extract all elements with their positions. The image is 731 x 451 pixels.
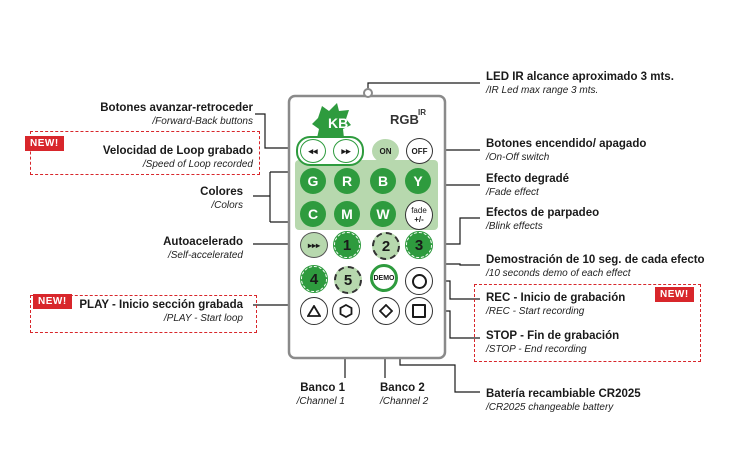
label-blink: Efectos de parpadeo/Blink effects [486,207,600,232]
label-colors: Colores/Colors [200,186,243,211]
rewind-button[interactable]: ◂◂ [300,139,326,163]
new-badge-loop: NEW! [25,136,64,151]
brand-text: RGB [390,112,419,127]
label-auto: Autoacelerado/Self-accelerated [163,236,243,261]
new-box-play [30,295,257,333]
square-icon [412,304,426,318]
rec-circle-icon [411,273,427,289]
color-button-y[interactable]: Y [405,168,431,194]
demo-button[interactable]: DEMO [370,264,398,292]
label-bank1: Banco 1/Channel 1 [296,382,345,407]
label-battery: Batería recambiable CR2025/CR2025 change… [486,388,641,413]
fade-button[interactable]: fade +/- [405,200,433,230]
label-on-off: Botones encendido/ apagado/On-Off switch [486,138,647,163]
color-button-g[interactable]: G [300,168,326,194]
new-box-rec-stop [474,284,701,362]
diamond-icon [379,304,393,318]
play-button[interactable] [300,297,328,325]
label-stop: STOP - Fin de grabación/STOP - End recor… [486,330,620,355]
color-panel [295,160,438,230]
bank2-button[interactable] [372,297,400,325]
blink-button-1[interactable]: 1 [333,231,361,259]
hexagon-icon [339,304,353,318]
rec-button[interactable] [405,267,433,295]
label-bank2: Banco 2/Channel 2 [380,382,429,407]
color-button-m[interactable]: M [334,201,360,227]
blink-button-3[interactable]: 3 [405,231,433,259]
label-fade: Efecto degradé/Fade effect [486,173,570,198]
color-button-c[interactable]: C [300,201,326,227]
stop-button[interactable] [405,297,433,325]
logo-text: KB [328,115,348,131]
label-rec: REC - Inicio de grabación/REC - Start re… [486,292,626,317]
color-button-r[interactable]: R [334,168,360,194]
label-loop-speed: Velocidad de Loop grabado/Speed of Loop … [102,145,253,170]
bank1-button[interactable] [332,297,360,325]
new-badge-play: NEW! [33,294,72,309]
ir-led [363,88,373,98]
blink-button-4[interactable]: 4 [300,265,328,293]
fade-sign: +/- [414,215,424,224]
new-badge-rec: NEW! [655,287,694,302]
new-box-loop-speed [30,131,260,175]
fade-label: fade [411,206,427,215]
triangle-icon [307,305,321,317]
kb-logo: KB [312,103,351,144]
label-led-ir: LED IR alcance aproximado 3 mts./IR Led … [486,71,674,96]
label-fwd-back: Botones avanzar-retroceder/Forward-Back … [100,102,253,127]
forward-button[interactable]: ▸▸ [333,139,359,163]
on-button[interactable]: ON [372,139,399,163]
blink-button-5[interactable]: 5 [334,266,362,294]
brand-sup: IR [418,108,426,117]
color-button-w[interactable]: W [370,201,396,227]
blink-button-2[interactable]: 2 [372,232,400,260]
label-demo: Demostración de 10 seg. de cada efecto/1… [486,254,705,279]
label-play: PLAY - Inicio sección grabada/PLAY - Sta… [79,299,243,324]
auto-button[interactable]: ▸▸▸ [300,232,328,258]
off-button[interactable]: OFF [406,138,433,164]
color-button-b[interactable]: B [370,168,396,194]
